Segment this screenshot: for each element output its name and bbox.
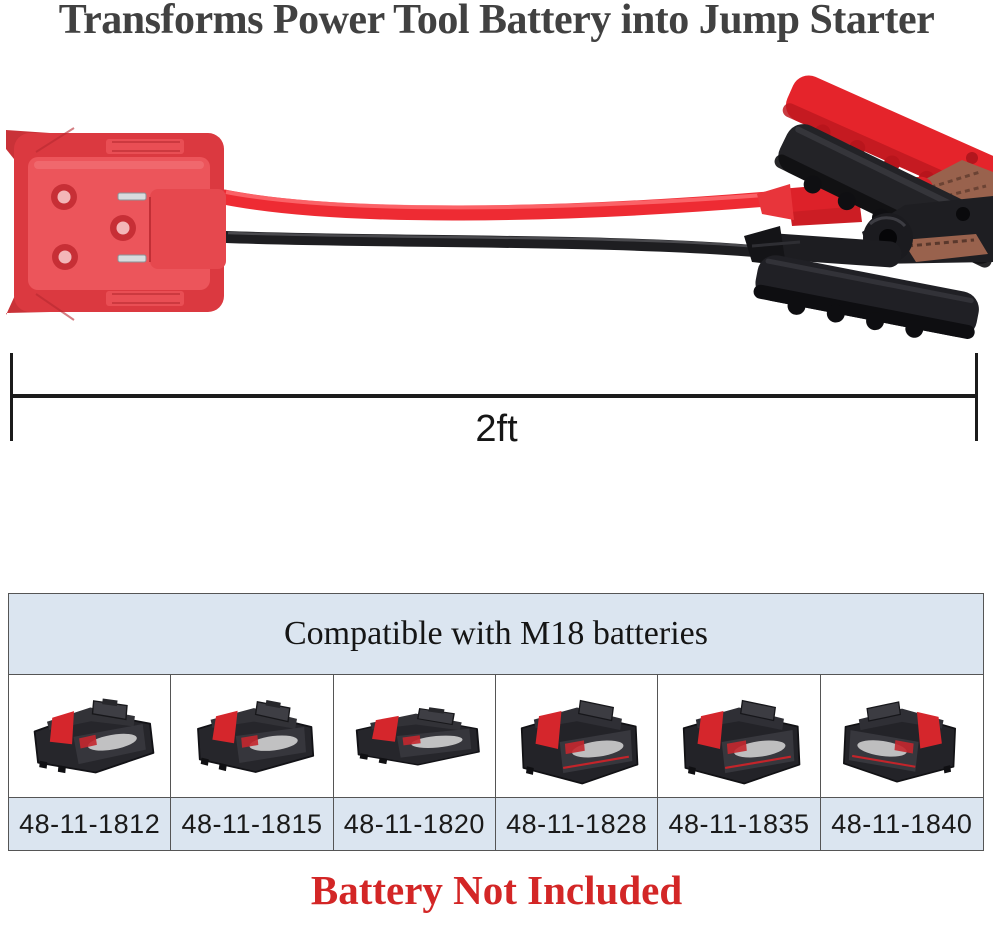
model-number: 48-11-1815 [171,798,334,850]
battery-photo-cell [658,675,821,798]
mounting-hole [51,184,77,210]
model-number: 48-11-1812 [9,798,172,850]
m18-battery-image [177,682,327,790]
length-label: 2ft [475,408,518,450]
table-header: Compatible with M18 batteries [9,594,983,675]
headline: Transforms Power Tool Battery into Jump … [58,0,935,43]
terminal-pin [117,254,147,263]
m18-battery-image [335,693,494,779]
red-cable [216,189,776,221]
red-clamp-boot [757,184,794,220]
m18-battery-image [10,677,169,795]
terminal-pin [117,192,147,201]
product-photo [6,75,993,339]
battery-image-row [9,675,983,798]
measure-line [10,394,978,398]
model-number-row: 48-11-1812 48-11-1815 48-11-1820 48-11-1… [9,798,983,850]
model-number: 48-11-1840 [820,798,983,850]
model-number: 48-11-1835 [658,798,821,850]
battery-photo-cell [171,675,334,798]
battery-photo-cell [820,675,983,798]
m18-battery-image [827,682,977,790]
black-cable [220,231,772,258]
black-jumper-clamp [744,124,993,339]
battery-not-included-note: Battery Not Included [310,867,683,913]
battery-photo-cell [9,675,172,798]
compatibility-table: Compatible with M18 batteries 48-11-1812… [8,593,984,851]
battery-adapter [6,127,226,321]
model-number: 48-11-1828 [495,798,659,850]
m18-battery-image [661,680,817,792]
model-number: 48-11-1820 [333,798,496,850]
mounting-hole [110,215,136,241]
mounting-hole [52,244,78,270]
m18-battery-image [499,680,655,792]
battery-photo-cell [333,675,496,798]
battery-photo-cell [495,675,659,798]
